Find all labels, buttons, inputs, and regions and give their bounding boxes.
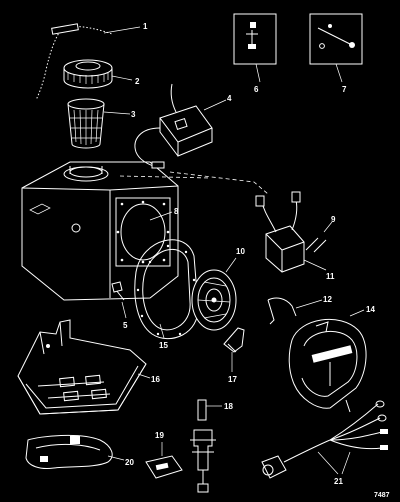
callout-20: 15 xyxy=(159,341,168,350)
callout-6: 10 xyxy=(236,247,245,256)
callout-10: 12 xyxy=(323,295,332,304)
callout-19: 9 xyxy=(331,215,336,224)
figure-number: 7487 xyxy=(374,492,390,499)
callout-3: 2 xyxy=(135,77,140,86)
callout-12: 4 xyxy=(227,94,232,103)
callout-16: 6 xyxy=(254,85,259,94)
part-16-hardware-kit xyxy=(233,13,277,83)
part-20-gasket xyxy=(134,239,199,340)
callout-14: 18 xyxy=(224,402,233,411)
part-3-fill-cap xyxy=(63,59,133,89)
part-5-screw xyxy=(111,281,127,319)
callout-4: 7 xyxy=(342,85,347,94)
part-7-mounting-tray xyxy=(17,319,151,415)
part-19-screws xyxy=(305,221,333,253)
dashed-reference-lines xyxy=(119,171,269,195)
callout-8: 20 xyxy=(125,458,134,467)
part-2-tether-chain xyxy=(35,23,141,101)
part-17-plate xyxy=(145,442,183,479)
part-10-clip xyxy=(267,297,323,325)
part-18-control-module xyxy=(255,191,327,273)
part-6-sender-disc xyxy=(191,257,237,331)
callout-15: 3 xyxy=(131,110,136,119)
callout-21: 21 xyxy=(334,477,343,486)
part-1-fuel-tank xyxy=(21,161,179,301)
part-21-wire-harness xyxy=(261,400,388,479)
callout-7: 16 xyxy=(151,375,160,384)
callout-18: 11 xyxy=(326,272,335,281)
callout-17: 19 xyxy=(155,431,164,440)
part-11-cover xyxy=(288,309,367,413)
callout-5: 5 xyxy=(123,321,128,330)
fitting-assembly xyxy=(190,429,216,493)
part-12-fuel-pump xyxy=(134,83,227,169)
part-4-bolt-kit xyxy=(309,13,363,83)
part-9-bracket xyxy=(223,327,245,372)
callout-1: 8 xyxy=(174,207,179,216)
callout-9: 17 xyxy=(228,375,237,384)
callout-2: 1 xyxy=(143,22,148,31)
part-8-strap xyxy=(25,434,125,469)
part-15-filler-strainer xyxy=(67,98,131,149)
part-14-sleeve xyxy=(197,399,222,421)
callout-11: 14 xyxy=(366,305,375,314)
callout-labels: 1 2 3 4 6 7 8 9 10 11 12 14 5 15 16 17 1… xyxy=(123,22,375,486)
